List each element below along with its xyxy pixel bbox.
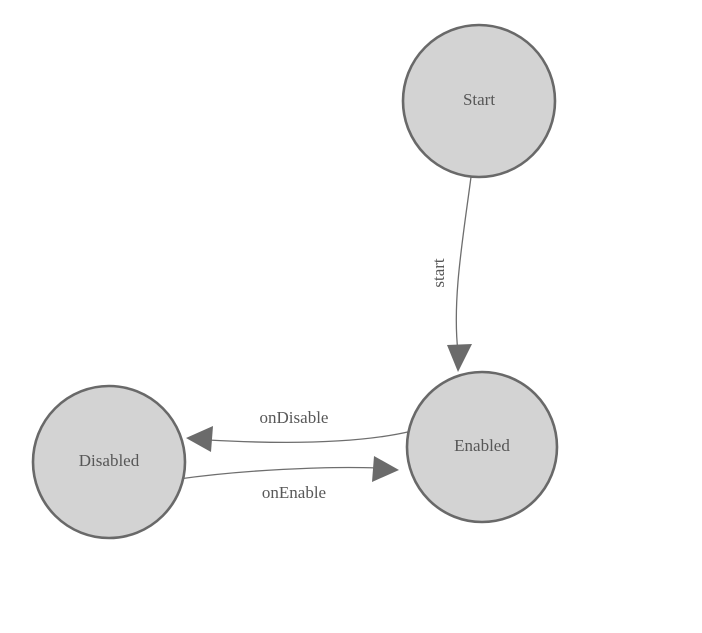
edge-label-start: start	[429, 258, 448, 288]
edge-path-start-to-enabled	[455, 176, 472, 353]
node-label-start: Start	[463, 90, 495, 109]
edge-disabled-to-enabled[interactable]: onEnable	[178, 456, 399, 502]
node-enabled[interactable]: Enabled	[405, 370, 559, 524]
arrowhead-icon-disabled-to-enabled	[372, 456, 399, 482]
edge-label-onenable: onEnable	[262, 483, 326, 502]
node-circle-start	[401, 23, 557, 179]
edge-start-to-enabled[interactable]: start	[429, 176, 472, 372]
node-start[interactable]: Start	[401, 23, 557, 179]
node-circle-disabled	[31, 384, 187, 540]
edge-label-ondisable: onDisable	[260, 408, 329, 427]
arrowhead-icon-start-to-enabled	[447, 344, 472, 372]
edge-enabled-to-disabled[interactable]: onDisable	[186, 408, 413, 452]
node-circle-enabled	[405, 370, 559, 524]
node-disabled[interactable]: Disabled	[31, 384, 187, 540]
arrowhead-icon-enabled-to-disabled	[186, 426, 213, 452]
node-label-enabled: Enabled	[454, 436, 510, 455]
node-label-disabled: Disabled	[79, 451, 140, 470]
edge-path-enabled-to-disabled	[207, 430, 413, 444]
edge-path-disabled-to-enabled	[178, 466, 378, 480]
